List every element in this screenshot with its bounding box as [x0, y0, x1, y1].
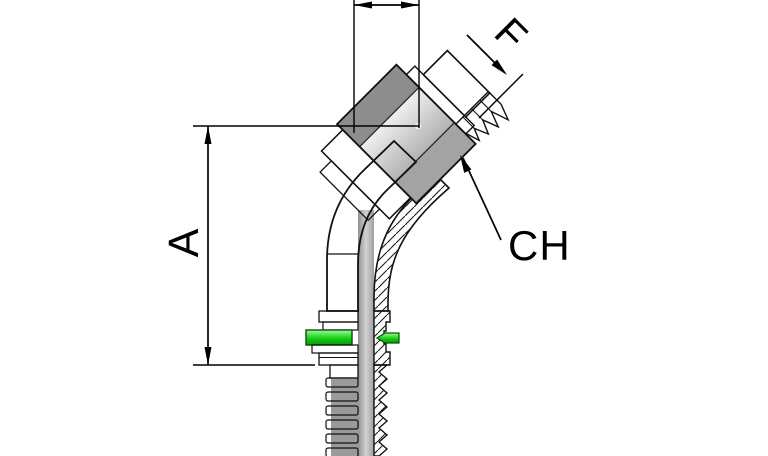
barb-rib	[325, 391, 359, 402]
elbow-tube	[326, 139, 418, 312]
thread-nose-cylinder	[422, 49, 491, 119]
seal-ring-section	[375, 332, 400, 344]
dimension-label-ch: CH	[508, 222, 571, 269]
barb-rib	[325, 433, 359, 444]
seal-ring	[305, 329, 353, 346]
dimension-ch: CH	[460, 155, 571, 269]
hose-barb	[325, 364, 389, 456]
dimension-label-f: F	[486, 9, 536, 59]
hex-nut-assembly	[319, 49, 510, 222]
dimension-top-offset	[353, 0, 420, 133]
section-wall-bend	[373, 173, 451, 312]
bore-core-column	[358, 210, 374, 456]
thread-serrations	[454, 90, 510, 142]
hex-nut	[335, 63, 477, 205]
barb-rib	[325, 405, 359, 416]
barb-rib	[325, 377, 359, 388]
barb-rib	[325, 447, 359, 456]
dimension-a: A	[160, 125, 419, 366]
collar-stack	[305, 310, 400, 366]
dimension-label-a: A	[160, 228, 208, 257]
barb-rib	[325, 419, 359, 430]
